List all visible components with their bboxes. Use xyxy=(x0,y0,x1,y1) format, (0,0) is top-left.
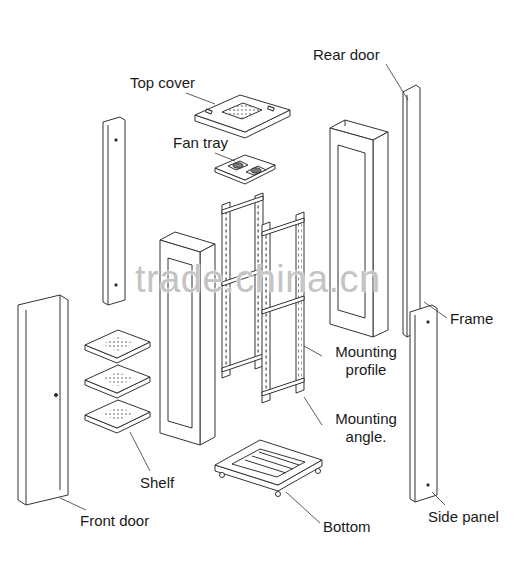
part-label: Side panel xyxy=(428,508,499,526)
shelf xyxy=(85,330,150,433)
bottom xyxy=(215,440,322,497)
front-door xyxy=(18,295,68,505)
part-label: Rear door xyxy=(313,46,380,64)
part-label: Fan tray xyxy=(173,134,228,152)
rear-frame xyxy=(330,120,388,337)
watermark: trade.china.cn xyxy=(135,257,381,301)
part-label: Mounting profile xyxy=(325,343,407,379)
mounting-angle xyxy=(262,212,304,403)
part-label: Frame xyxy=(450,310,493,328)
part-label: Bottom xyxy=(323,518,371,536)
side-panel-right xyxy=(410,305,437,502)
side-panel-left xyxy=(103,117,125,305)
leader-lines xyxy=(60,64,447,523)
rear-door xyxy=(403,85,420,337)
fan-tray xyxy=(215,155,275,184)
part-label: Front door xyxy=(80,512,149,530)
part-label: Shelf xyxy=(140,474,174,492)
part-label: Mounting angle. xyxy=(325,410,407,446)
part-label: Top cover xyxy=(130,74,195,92)
